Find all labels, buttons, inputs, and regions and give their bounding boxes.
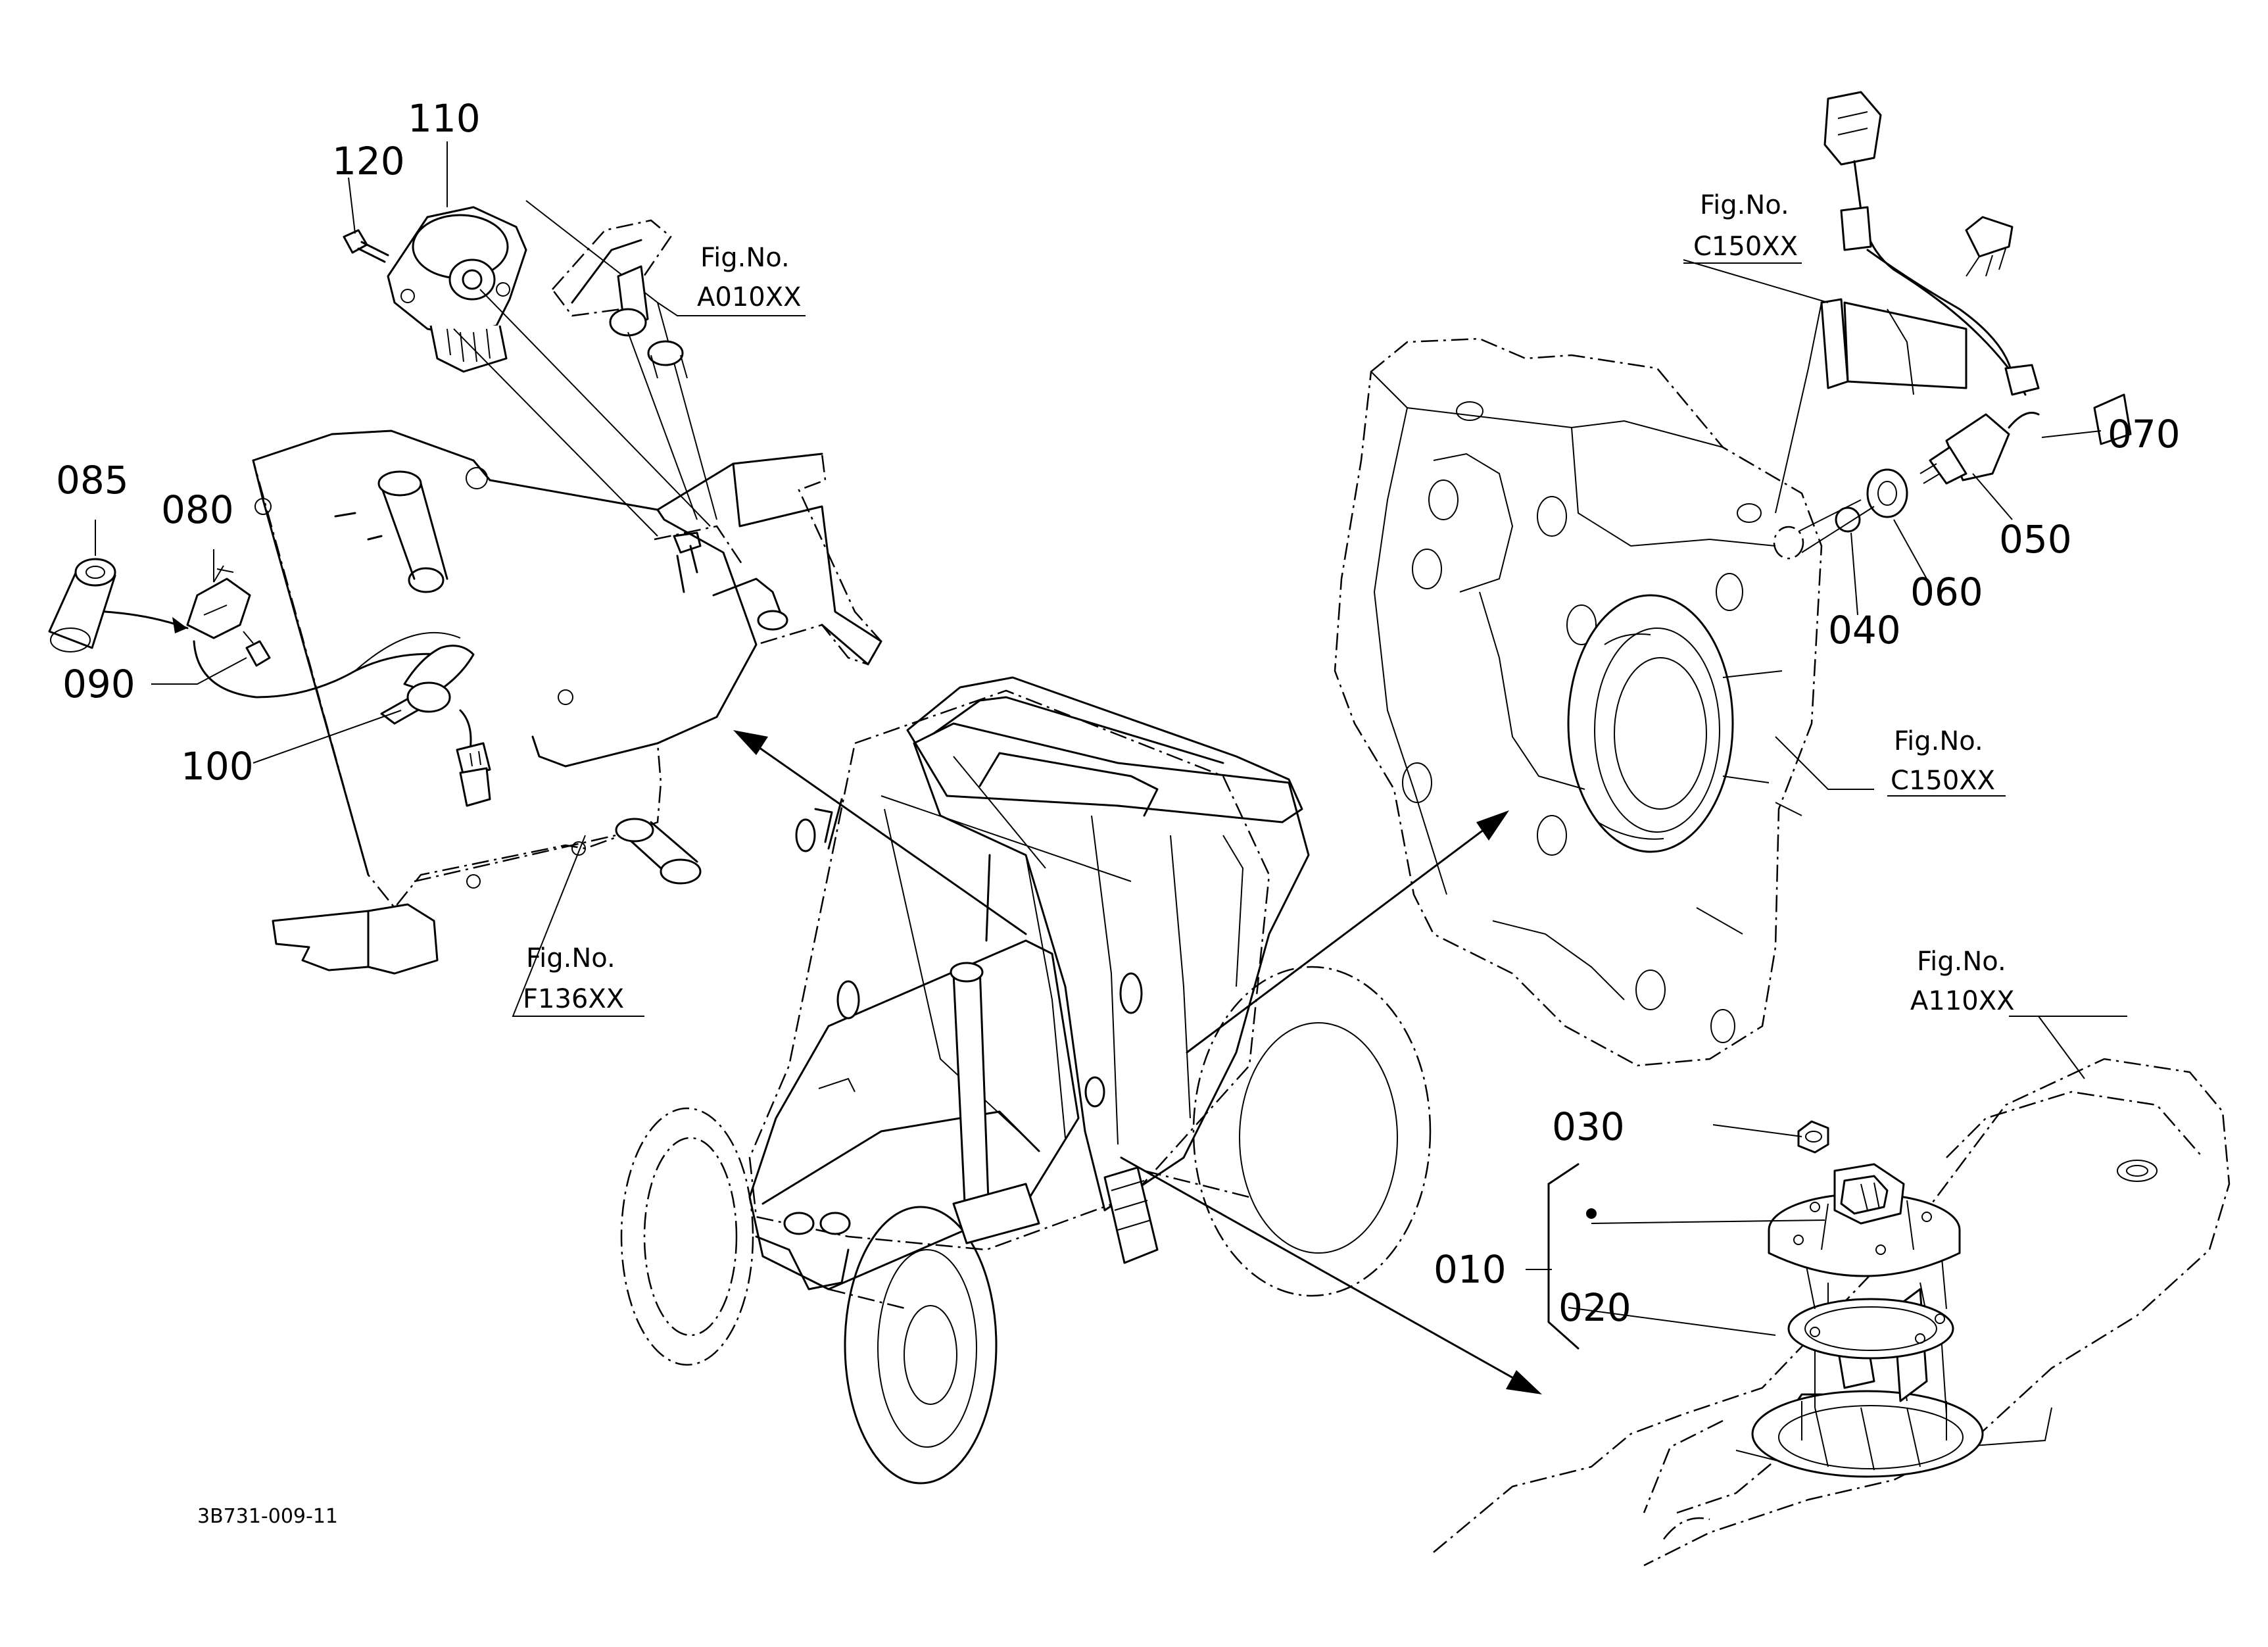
screw-120 (343, 229, 389, 263)
part-label-040: 040 (1828, 608, 1901, 652)
cam-plate-a010 (525, 200, 717, 520)
fig-ref-caption: Fig.No. (1894, 726, 1983, 756)
pedal-bracket-assembly (252, 430, 882, 975)
part-label-020: 020 (1558, 1285, 1631, 1330)
fig-ref-code-c150-upper: C150XX (1693, 232, 1798, 262)
part-label-110: 110 (408, 96, 481, 141)
switch-080 (104, 565, 251, 639)
transmission-case-c150 (1334, 337, 1823, 1067)
part-label-010: 010 (1434, 1247, 1507, 1292)
screw-090 (243, 631, 271, 667)
speed-sensor-assembly (1773, 91, 2132, 560)
part-label-080: 080 (161, 487, 234, 532)
callout-arrows (733, 730, 1542, 1394)
fig-ref-code-a110: A110XX (1910, 986, 2015, 1016)
drawing-code: 3B731-009-11 (197, 1505, 338, 1528)
part-label-030: 030 (1552, 1104, 1625, 1149)
fig-ref-code-a010: A010XX (697, 282, 802, 312)
figure-references: Fig.No. A010XX Fig.No. C150XX Fig.No. C1… (523, 190, 2015, 1016)
part-labels: 110 120 085 080 090 100 070 050 060 040 … (56, 96, 2181, 1330)
rotary-sensor-110 (387, 206, 711, 537)
fig-ref-code-f136: F136XX (523, 984, 624, 1014)
fig-ref-caption: Fig.No. (526, 943, 615, 973)
part-label-060: 060 (1910, 570, 1983, 614)
part-label-050: 050 (1999, 517, 2072, 562)
fig-ref-caption: Fig.No. (1700, 190, 1789, 220)
fig-ref-code-c150-lower: C150XX (1891, 766, 1995, 796)
fuel-pump-unit (1751, 1120, 1984, 1478)
fig-ref-caption: Fig.No. (700, 243, 790, 273)
spring-pin-085 (48, 558, 116, 652)
part-label-085: 085 (56, 458, 129, 503)
tractor-overview (620, 676, 1432, 1485)
part-label-120: 120 (332, 139, 405, 184)
part-label-100: 100 (181, 744, 254, 789)
wire-harness-100 (193, 631, 491, 807)
leader-lines (95, 141, 2127, 1350)
part-label-090: 090 (62, 662, 135, 706)
fig-ref-caption: Fig.No. (1917, 946, 2006, 977)
part-label-070: 070 (2108, 412, 2181, 456)
